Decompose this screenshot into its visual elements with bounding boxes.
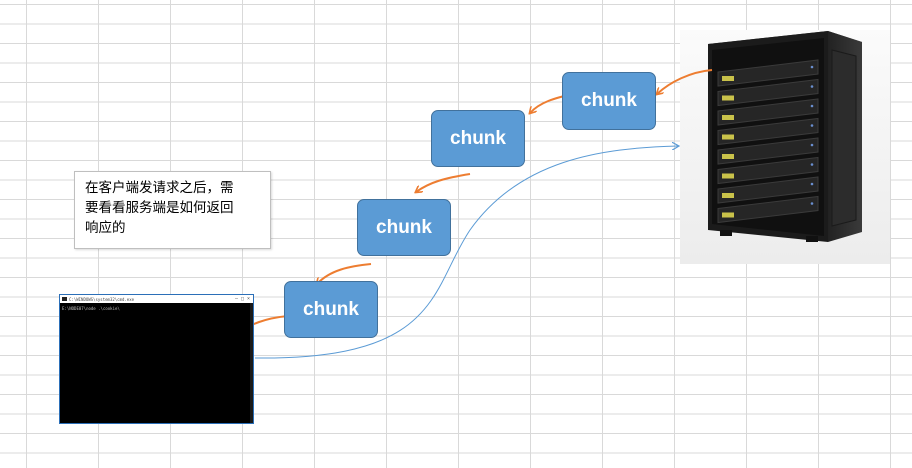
terminal-command: E:\NODE07\node .\cookie\	[62, 306, 120, 311]
server-rack-icon	[680, 30, 890, 264]
chunk-box: chunk	[431, 110, 525, 167]
response-arrow-3	[416, 173, 471, 192]
drive-indicator	[810, 124, 814, 127]
drive-indicator	[810, 85, 814, 88]
drive-bay	[717, 59, 819, 87]
drive-bay	[717, 78, 819, 107]
drive-indicator	[810, 163, 814, 166]
note-line: 在客户端发请求之后，需	[85, 180, 234, 196]
note-textbox: 在客户端发请求之后，需 要看看服务端是如何返回 响应的	[74, 171, 271, 249]
response-arrow-1	[657, 69, 713, 94]
chunk-box: chunk	[357, 199, 451, 256]
note-line: 响应的	[85, 220, 126, 236]
chunk-box: chunk	[284, 281, 378, 338]
close-icon[interactable]: ×	[246, 296, 250, 302]
drive-bay	[717, 137, 819, 165]
drive-indicator	[810, 202, 814, 205]
response-arrow-4	[317, 263, 372, 284]
drive-led	[722, 95, 734, 101]
drive-led	[722, 76, 734, 81]
drive-indicator	[810, 65, 814, 69]
drive-indicator	[810, 182, 814, 186]
drive-led	[722, 134, 734, 140]
drive-led	[722, 154, 734, 159]
drive-bay	[717, 195, 819, 224]
drive-bay	[717, 98, 819, 126]
drive-led	[722, 193, 734, 198]
terminal-title: C:\WINDOWS\system32\cmd.exe	[69, 296, 135, 302]
maximize-icon[interactable]: □	[240, 296, 244, 302]
drive-bay	[717, 156, 819, 185]
drive-led	[722, 212, 734, 218]
request-line	[254, 146, 678, 359]
drive-bay	[717, 117, 819, 146]
drive-led	[722, 115, 734, 120]
drive-led	[722, 173, 734, 179]
drive-bay	[717, 176, 819, 204]
terminal-titlebar: C:\WINDOWS\system32\cmd.exe – □ ×	[60, 295, 253, 303]
note-line: 要看看服务端是如何返回	[85, 200, 234, 216]
terminal-scrollbar[interactable]	[250, 303, 253, 423]
drive-indicator	[810, 143, 814, 147]
cmd-icon	[62, 297, 67, 301]
chunk-box: chunk	[562, 72, 656, 130]
terminal-window: C:\WINDOWS\system32\cmd.exe – □ × E:\NOD…	[59, 294, 254, 424]
drive-indicator	[810, 104, 814, 108]
minimize-icon[interactable]: –	[234, 296, 238, 302]
